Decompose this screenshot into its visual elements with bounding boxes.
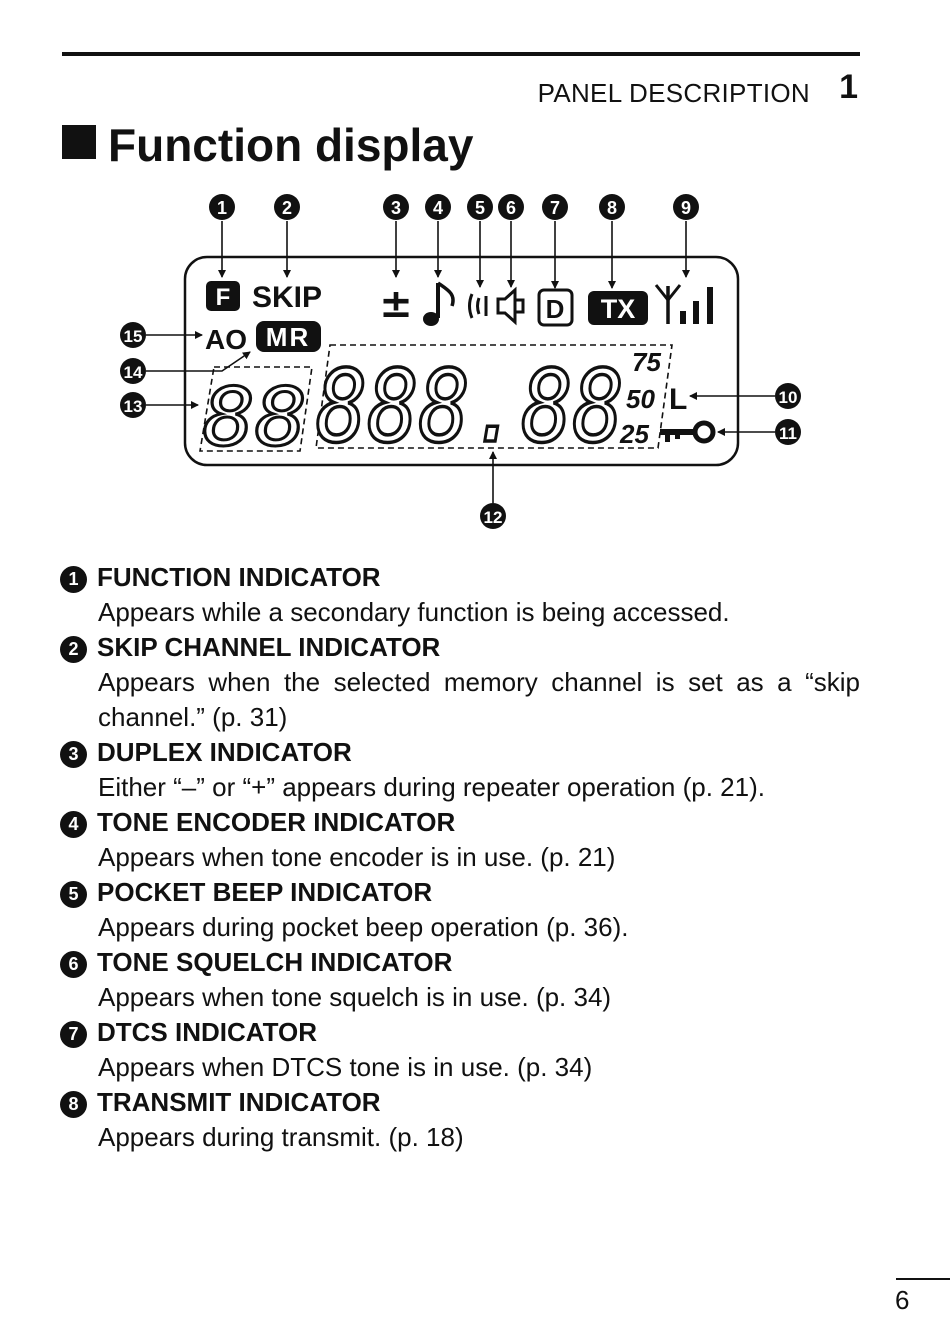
item-description: Appears while a secondary function is be… <box>98 597 730 627</box>
number-badge: 5 <box>60 881 87 908</box>
duplex-icon: ± <box>379 281 413 327</box>
svg-text:14: 14 <box>124 363 143 382</box>
section-name: PANEL DESCRIPTION <box>537 78 810 108</box>
callout-11: 11 <box>775 419 801 445</box>
step-75: 75 <box>632 347 661 377</box>
callout-7: 7 <box>542 194 568 220</box>
number-badge: 3 <box>60 741 87 768</box>
callout-12: 12 <box>480 503 506 529</box>
key-lock-icon <box>660 420 716 444</box>
ao-label: AO <box>205 324 247 355</box>
svg-text:9: 9 <box>681 198 691 218</box>
svg-text:D: D <box>546 294 565 324</box>
low-power-label: L <box>669 383 687 416</box>
callout-13: 13 <box>120 392 146 418</box>
svg-text:MR: MR <box>266 322 310 352</box>
frequency-digits-box <box>315 344 673 449</box>
item-description: Appears when DTCS tone is in use. (p. 34… <box>98 1052 593 1082</box>
svg-text:F: F <box>216 284 231 311</box>
svg-text:11: 11 <box>779 424 797 443</box>
page-number: 6 <box>895 1285 910 1315</box>
callout-8: 8 <box>599 194 625 220</box>
svg-text:13: 13 <box>124 397 143 416</box>
signal-strength-icon <box>654 284 713 324</box>
svg-text:TX: TX <box>601 294 636 324</box>
callout-15: 15 <box>120 322 146 348</box>
number-badge: 1 <box>60 566 87 593</box>
callout-2: 2 <box>274 194 300 220</box>
number-badge: 7 <box>60 1021 87 1048</box>
svg-text:7: 7 <box>550 198 560 218</box>
svg-text:2: 2 <box>282 198 292 218</box>
channel-digits-box <box>199 366 313 452</box>
tone-squelch-speaker-icon <box>496 286 525 326</box>
callout-5: 5 <box>467 194 493 220</box>
svg-text:10: 10 <box>779 388 798 407</box>
item-description: Appears during pocket beep operation (p.… <box>98 912 629 942</box>
top-rule <box>62 52 860 56</box>
svg-text:12: 12 <box>484 508 503 527</box>
callout-6: 6 <box>498 194 524 220</box>
number-badge: 4 <box>60 811 87 838</box>
top-arrows <box>218 221 690 289</box>
dtcs-d-icon: D <box>537 288 574 327</box>
item-description: Either “–” or “+” appears during repeate… <box>98 772 765 802</box>
channel-digits: 88 <box>203 371 307 464</box>
callout-1: 1 <box>209 194 235 220</box>
square-bullet-icon <box>62 125 96 159</box>
skip-label: SKIP <box>252 281 322 314</box>
footer-rule <box>896 1278 950 1280</box>
side-arrows <box>146 331 775 503</box>
step-50: 50 <box>626 384 655 414</box>
callout-14: 14 <box>120 358 146 384</box>
lcd-outline <box>183 255 740 467</box>
svg-text:5: 5 <box>475 198 485 218</box>
function-display-diagram: 1 2 3 4 5 6 7 8 9 F SKIP ± D <box>120 194 801 529</box>
chapter-number: 1 <box>839 68 858 106</box>
item-description: Appears when tone encoder is in use. (p.… <box>98 842 616 872</box>
memory-mr-icon: MR <box>256 321 321 352</box>
number-badge: 2 <box>60 636 87 663</box>
step-25: 25 <box>619 419 649 449</box>
transmit-tx-icon: TX <box>588 291 648 325</box>
svg-text:6: 6 <box>506 198 516 218</box>
item-description: Appears when the selected memory channel… <box>98 667 860 732</box>
page-title: Function display <box>62 118 473 172</box>
tone-encoder-note-icon <box>423 281 455 326</box>
function-f-icon: F <box>206 281 240 311</box>
callout-3: 3 <box>383 194 409 220</box>
svg-text:1: 1 <box>217 198 227 218</box>
number-badge: 6 <box>60 951 87 978</box>
svg-text:15: 15 <box>124 327 143 346</box>
callout-10: 10 <box>775 383 801 409</box>
frequency-digits: 888.88 <box>316 348 624 465</box>
number-badge: 8 <box>60 1091 87 1118</box>
svg-text:3: 3 <box>391 198 401 218</box>
callout-9: 9 <box>673 194 699 220</box>
svg-text:8: 8 <box>607 198 617 218</box>
item-description: Appears during transmit. (p. 18) <box>98 1122 464 1152</box>
svg-text:4: 4 <box>433 198 443 218</box>
pocket-beep-icon <box>468 293 488 319</box>
callout-4: 4 <box>425 194 451 220</box>
item-description: Appears when tone squelch is in use. (p.… <box>98 982 612 1012</box>
